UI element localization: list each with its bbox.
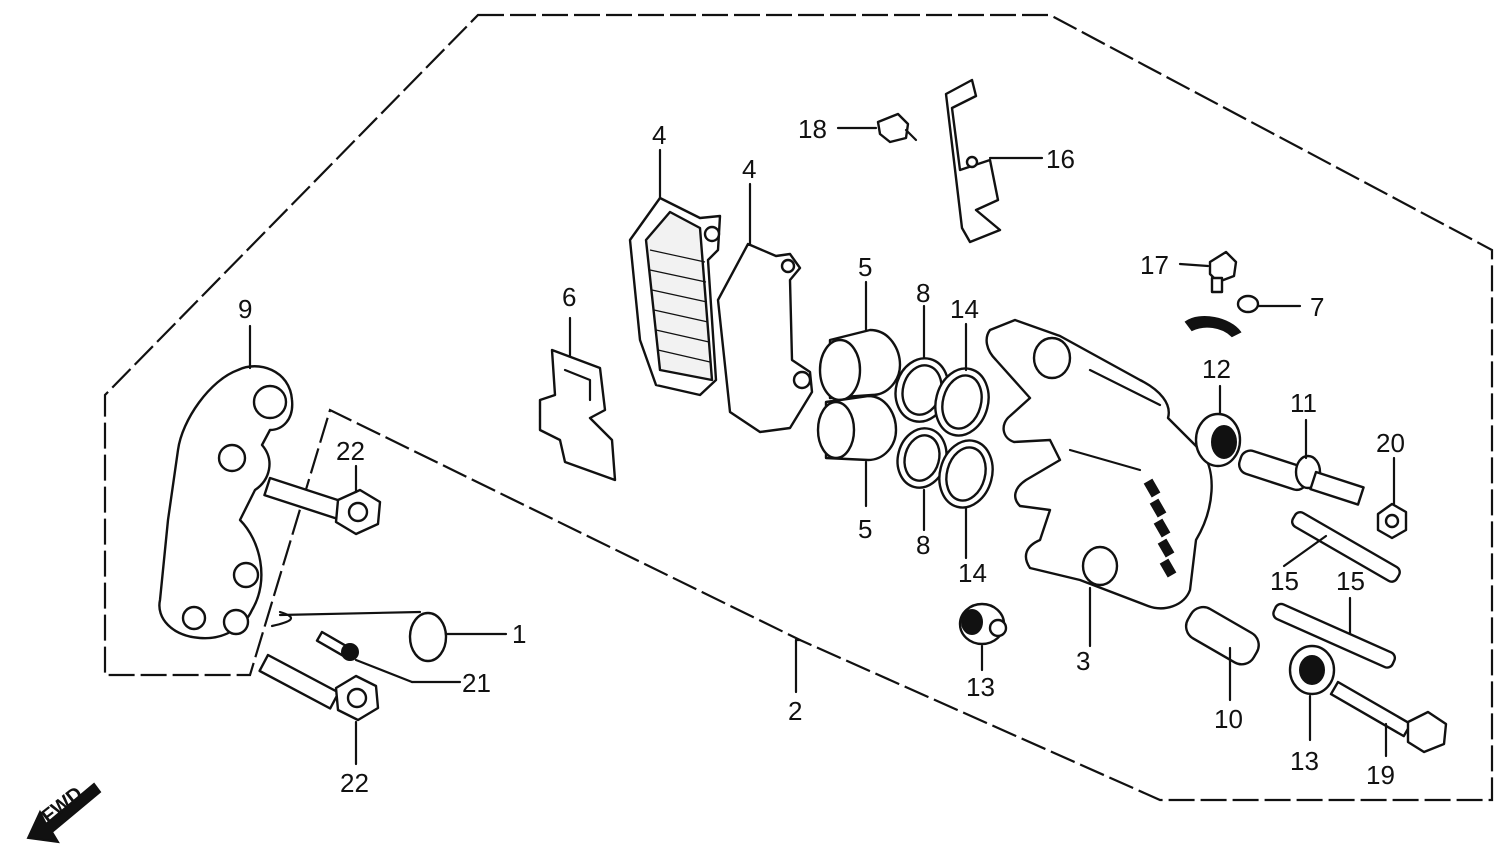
part-8-seal-lower: [896, 427, 948, 489]
callout-18: 18: [798, 114, 827, 144]
part-9-caliper-bracket: [158, 365, 294, 640]
callout-7: 7: [1310, 292, 1324, 322]
part-12-boot: [1194, 412, 1242, 468]
part-13-boot-left: [958, 602, 1008, 646]
callout-16: 16: [1046, 144, 1075, 174]
callout-9: 9: [238, 294, 252, 324]
callout-6: 6: [562, 282, 576, 312]
part-1-retainer-clip: [270, 610, 448, 663]
part-11-pin-bolt: [1237, 449, 1365, 506]
part-17-bleeder-valve: [1208, 250, 1238, 294]
callout-10: 10: [1214, 704, 1243, 734]
part-21-screw: [315, 630, 359, 661]
callout-8-lower: 8: [916, 530, 930, 560]
callout-14-upper: 14: [950, 294, 979, 324]
part-7-bleeder-cap: [1184, 294, 1260, 338]
callout-13-left: 13: [966, 672, 995, 702]
part-3-caliper-body: [985, 318, 1213, 610]
callout-21: 21: [462, 668, 491, 698]
part-16-retainer-plate: [944, 78, 1002, 244]
caliper-label-marking: [1143, 478, 1177, 578]
part-10-sleeve: [1184, 605, 1260, 666]
callout-4-left: 4: [652, 120, 666, 150]
part-5-piston-upper: [818, 328, 902, 402]
callout-11: 11: [1290, 388, 1317, 418]
callout-14-lower: 14: [958, 558, 987, 588]
part-18-bleeder-screw: [876, 112, 918, 144]
callout-12: 12: [1202, 354, 1231, 384]
part-13-boot-right: [1288, 644, 1336, 696]
callout-2: 2: [788, 696, 802, 726]
callout-15-left: 15: [1270, 566, 1299, 596]
part-15-pin-upper: [1290, 510, 1401, 583]
leader-lines: [248, 126, 1396, 766]
callout-3: 3: [1076, 646, 1090, 676]
part-22-bolt-lower: [258, 653, 380, 722]
callout-22-lower: 22: [340, 768, 369, 798]
part-20-nut: [1376, 502, 1408, 540]
part-4-brake-pad-left: [628, 196, 722, 397]
callout-5-upper: 5: [858, 252, 872, 282]
part-22-bolt-upper: [263, 476, 382, 536]
callout-8-upper: 8: [916, 278, 930, 308]
part-6-pad-spring: [538, 348, 617, 482]
callout-1: 1: [512, 619, 526, 649]
callout-5-lower: 5: [858, 514, 872, 544]
part-5-piston-lower: [816, 394, 898, 462]
part-14-dust-seal-lower: [938, 439, 994, 509]
part-14-dust-seal-upper: [934, 367, 990, 437]
part-19-bolt: [1329, 680, 1448, 754]
callout-20: 20: [1376, 428, 1405, 458]
callout-13-right: 13: [1290, 746, 1319, 776]
callout-17: 17: [1140, 250, 1169, 280]
part-15-pin-lower: [1272, 602, 1397, 669]
callout-4-right: 4: [742, 154, 756, 184]
callout-19: 19: [1366, 760, 1395, 790]
part-4-brake-pad-right: [716, 242, 814, 434]
fwd-arrow-icon: [26, 782, 102, 844]
callout-15-right: 15: [1336, 566, 1365, 596]
callout-22-upper: 22: [336, 436, 365, 466]
